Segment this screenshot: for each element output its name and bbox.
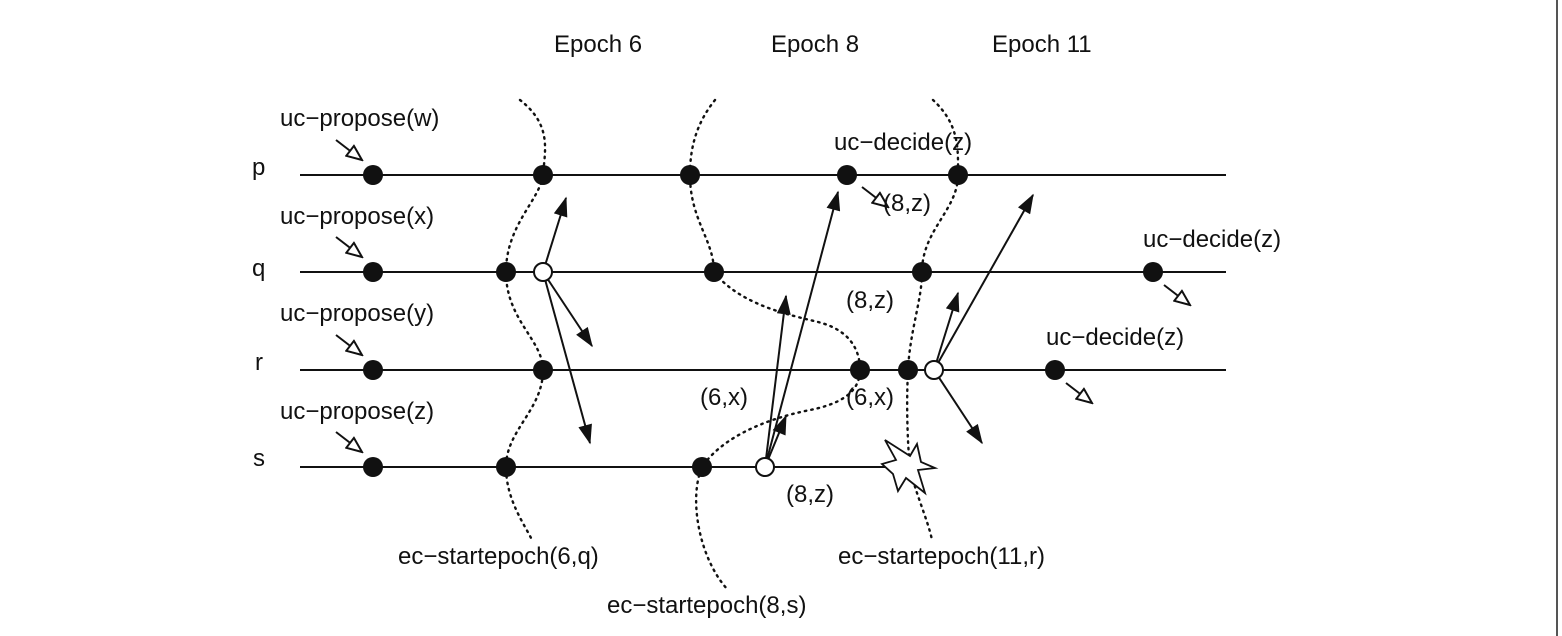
- decide-r-pointer: [1065, 382, 1092, 403]
- message-label-8z-s: (8,z): [786, 481, 834, 508]
- message-r-to-s-11: [933, 369, 983, 445]
- event-dot-q-epoch11: [912, 262, 932, 282]
- message-q-to-r-6: [542, 271, 593, 348]
- event-dot-p-epoch8: [680, 165, 700, 185]
- process-label-s: s: [253, 445, 265, 472]
- process-label-p: p: [252, 154, 265, 181]
- propose-w-pointer: [335, 139, 362, 160]
- event-dot-s-epoch8: [692, 457, 712, 477]
- message-s-to-p-8: [764, 190, 841, 468]
- crash-star-icon: [880, 439, 939, 496]
- message-label-6x-right: (6,x): [846, 384, 894, 411]
- event-dot-q-epoch6: [496, 262, 516, 282]
- event-dot-p-propose: [363, 165, 383, 185]
- process-label-r: r: [255, 349, 263, 376]
- event-dot-s-propose: [363, 457, 383, 477]
- event-dot-r-epoch6: [533, 360, 553, 380]
- propose-y-label: uc−propose(y): [280, 300, 434, 327]
- epoch-8-label: Epoch 8: [771, 31, 859, 58]
- event-dot-r-decide: [1045, 360, 1065, 380]
- event-dot-q-propose: [363, 262, 383, 282]
- event-dot-q-decide: [1143, 262, 1163, 282]
- message-r-to-p-11: [933, 193, 1034, 371]
- propose-y-pointer: [335, 334, 362, 355]
- startepoch-6-label: ec−startepoch(6,q): [398, 543, 599, 570]
- decide-q-label: uc−decide(z): [1143, 226, 1281, 253]
- message-q-to-s-6: [542, 271, 592, 445]
- event-dot-p-decide: [837, 165, 857, 185]
- message-q-to-p-6: [542, 196, 568, 273]
- leader-send-q-epoch6: [533, 262, 553, 282]
- leader-send-s-epoch8: [755, 457, 775, 477]
- leader-send-r-epoch11: [924, 360, 944, 380]
- decide-p-pointer: [861, 186, 888, 207]
- startepoch-8-label: ec−startepoch(8,s): [607, 592, 806, 619]
- event-dot-q-epoch8: [704, 262, 724, 282]
- event-dot-r-epoch11: [898, 360, 918, 380]
- epoch-6-label: Epoch 6: [554, 31, 642, 58]
- event-dot-r-propose: [363, 360, 383, 380]
- propose-w-label: uc−propose(w): [280, 105, 439, 132]
- propose-z-pointer: [335, 431, 362, 452]
- page-edge-border: [1556, 0, 1558, 636]
- process-label-q: q: [252, 255, 265, 282]
- message-r-to-q-11: [933, 291, 960, 371]
- message-label-8z-q: (8,z): [846, 287, 894, 314]
- message-label-8z-p: (8,z): [883, 190, 931, 217]
- startepoch-11-label: ec−startepoch(11,r): [838, 543, 1045, 570]
- propose-x-label: uc−propose(x): [280, 203, 434, 230]
- epoch-8-boundary: [688, 98, 862, 592]
- epoch-11-label: Epoch 11: [992, 31, 1092, 58]
- decide-p-label: uc−decide(z): [834, 129, 972, 156]
- event-dot-p-epoch6: [533, 165, 553, 185]
- decide-r-label: uc−decide(z): [1046, 324, 1184, 351]
- message-s-to-q-8: [764, 294, 791, 468]
- event-dot-s-epoch6: [496, 457, 516, 477]
- message-label-6x-left: (6,x): [700, 384, 748, 411]
- event-dot-r-epoch8: [850, 360, 870, 380]
- decide-q-pointer: [1163, 284, 1190, 305]
- propose-x-pointer: [335, 236, 362, 257]
- propose-z-label: uc−propose(z): [280, 398, 434, 425]
- event-dot-p-epoch11: [948, 165, 968, 185]
